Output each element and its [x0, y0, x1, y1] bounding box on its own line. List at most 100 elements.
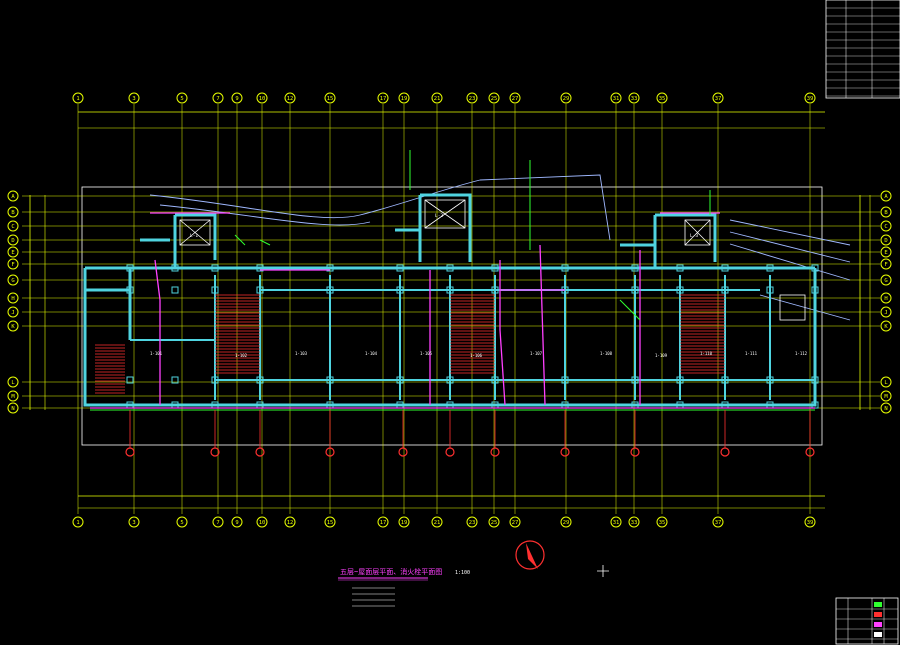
hydrant-marker: [125, 447, 135, 457]
column: [446, 376, 454, 384]
top-axis-bubble: 17: [377, 92, 389, 104]
top-axis-bubble-label: 23: [469, 96, 476, 102]
top-axis-bubble: 35: [656, 92, 668, 104]
column: [396, 286, 404, 294]
left-axis-bubble: F: [7, 258, 19, 270]
building-outline: [81, 186, 823, 446]
bottom-axis-bubble-label: 23: [469, 520, 476, 526]
left-axis-bubble-label: C: [11, 224, 14, 230]
column: [171, 264, 179, 272]
bottom-axis-bubble-label: 17: [380, 520, 387, 526]
left-axis-bubble: M: [7, 390, 19, 402]
column: [396, 376, 404, 384]
column: [766, 264, 774, 272]
room-tag: 1-108: [600, 351, 613, 356]
right-axis-bubble-label: C: [884, 224, 887, 230]
bottom-axis-bubble-label: 27: [512, 520, 519, 526]
bottom-axis-bubble: 5: [176, 516, 188, 528]
column: [256, 286, 264, 294]
bottom-axis-bubble: 1: [72, 516, 84, 528]
room-tag: 1-103: [295, 351, 308, 356]
left-axis-bubble-label: F: [11, 262, 14, 268]
bottom-axis-bubble: 25: [488, 516, 500, 528]
top-axis-bubble-label: 37: [715, 96, 722, 102]
room-tag: 1-105: [420, 351, 433, 356]
top-axis-bubble-label: 3: [132, 96, 135, 102]
top-axis-bubble-label: 15: [327, 96, 334, 102]
room-tag: 1-104: [365, 351, 378, 356]
top-axis-bubble-label: 9: [235, 96, 238, 102]
column: [256, 376, 264, 384]
room-tag: 1-112: [795, 351, 808, 356]
column: [676, 376, 684, 384]
left-axis-bubble: J: [7, 306, 19, 318]
column: [446, 286, 454, 294]
right-axis-bubble-label: F: [884, 262, 887, 268]
room-tag: 1-107: [530, 351, 543, 356]
title-block: [825, 0, 900, 99]
column: [171, 286, 179, 294]
right-axis-bubble-label: L: [884, 380, 888, 386]
legend-swatch: [874, 612, 882, 617]
column: [766, 286, 774, 294]
top-axis-bubble: 31: [610, 92, 622, 104]
right-axis-bubble: F: [880, 258, 892, 270]
legend-swatch: [874, 602, 882, 607]
right-axis-bubble: L: [880, 376, 892, 388]
right-axis-bubble: D: [880, 234, 892, 246]
hydrant-marker: [720, 447, 730, 457]
top-axis-bubble-label: 21: [434, 96, 441, 102]
right-axis-bubble-label: B: [884, 210, 888, 216]
stair-hatching: [95, 294, 725, 394]
column: [211, 264, 219, 272]
column: [561, 376, 569, 384]
column: [676, 286, 684, 294]
column: [721, 286, 729, 294]
column: [256, 264, 264, 272]
top-axis-bubble: 3: [128, 92, 140, 104]
top-axis-bubble: 9: [231, 92, 243, 104]
bottom-axis-bubble-label: 21: [434, 520, 441, 526]
left-axis-bubble-label: H: [11, 296, 14, 302]
hydrant-marker: [630, 447, 640, 457]
bottom-axis-bubble-label: 37: [715, 520, 722, 526]
bottom-axis-bubble: 12: [284, 516, 296, 528]
bottom-axis-bubble: 21: [431, 516, 443, 528]
room-tag: 1-110: [700, 351, 713, 356]
left-axis-bubble: K: [7, 320, 19, 332]
top-axis-bubble: 12: [284, 92, 296, 104]
bottom-axis-bubble: 3: [128, 516, 140, 528]
room-tag: 1-111: [745, 351, 758, 356]
north-arrow-icon: [515, 540, 545, 570]
column: [211, 376, 219, 384]
hydrant-marker: [490, 447, 500, 457]
bottom-axis-bubble-label: 31: [613, 520, 620, 526]
right-axis-bubble-label: J: [884, 310, 887, 316]
bottom-axis-bubble-label: 5: [180, 520, 183, 526]
left-axis-bubble-label: M: [11, 394, 15, 400]
bottom-axis-bubble-label: 7: [216, 520, 219, 526]
room-tag: 1-109: [655, 353, 668, 358]
column: [766, 376, 774, 384]
hydrant-marker: [255, 447, 265, 457]
left-axis-bubble-label: N: [11, 406, 14, 412]
bottom-axis-bubble: 7: [212, 516, 224, 528]
top-axis-bubble-label: 29: [563, 96, 570, 102]
column: [126, 376, 134, 384]
column: [561, 264, 569, 272]
canopy-curves: [149, 174, 851, 321]
vertical-grid-lines: [77, 104, 811, 514]
top-axis-bubble: 7: [212, 92, 224, 104]
hydrant-marker: [325, 447, 335, 457]
top-axis-bubble-label: 35: [659, 96, 666, 102]
left-axis-bubble: D: [7, 234, 19, 246]
column: [631, 264, 639, 272]
column: [211, 286, 219, 294]
top-axis-bubble-label: 1: [76, 96, 79, 102]
left-axis-bubble: E: [7, 246, 19, 258]
right-axis-bubble-label: D: [884, 238, 887, 244]
right-axis-bubble: A: [880, 190, 892, 202]
